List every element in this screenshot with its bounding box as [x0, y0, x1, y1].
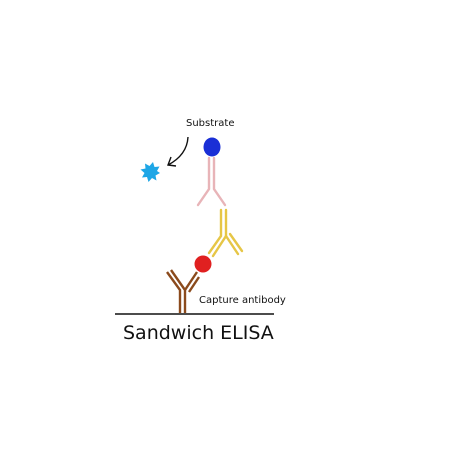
antigen-circle — [194, 255, 212, 273]
secondary-antibody — [196, 156, 227, 207]
capture-antibody — [166, 269, 200, 313]
substrate-label: Substrate — [186, 118, 234, 129]
curved-arrow-icon — [167, 136, 189, 167]
starburst-icon — [140, 162, 160, 182]
capture-antibody-label: Capture antibody — [199, 295, 286, 306]
detection-antibody — [207, 208, 244, 258]
arrow-head — [167, 156, 177, 167]
enzyme-circle — [203, 137, 221, 157]
arrow-shaft — [167, 136, 189, 166]
diagram-title: Sandwich ELISA — [123, 322, 274, 344]
